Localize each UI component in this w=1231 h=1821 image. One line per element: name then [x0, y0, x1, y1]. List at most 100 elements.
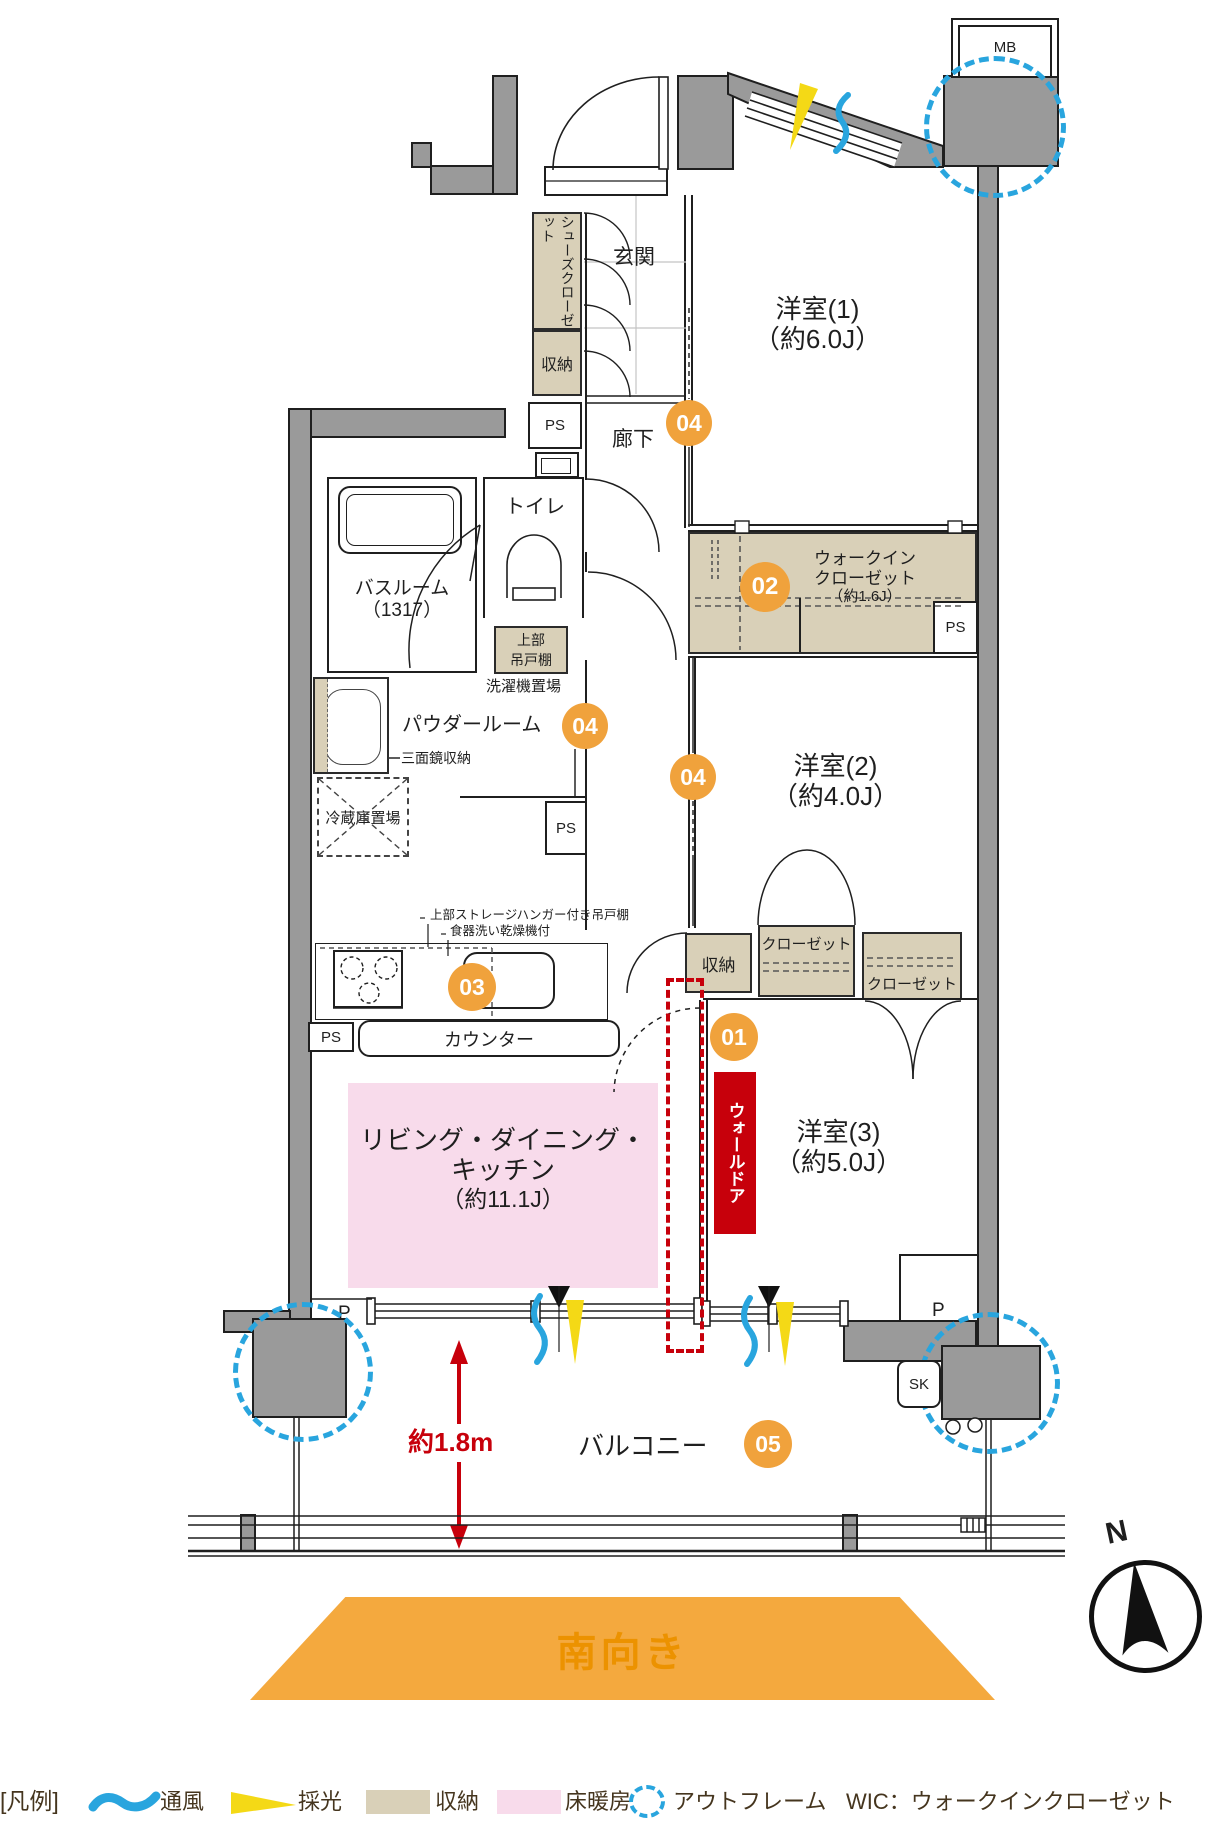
marker-leaders — [388, 308, 694, 926]
ps-box-kitchen-side: PS — [545, 801, 587, 855]
bathroom-size: （1317） — [361, 599, 443, 621]
closet-dashes — [763, 957, 957, 972]
bathroom-label: バスルーム （1317） — [330, 578, 474, 622]
wall-bath-top — [310, 408, 506, 438]
marker-01-label: 01 — [721, 1023, 747, 1050]
wall-door-tag: ウォールドア — [714, 1072, 756, 1234]
genkan-label: 玄関 — [613, 246, 655, 269]
ps-box-counter: PS — [308, 1022, 354, 1052]
room3-walls — [703, 998, 977, 1320]
wic-l1: ウォークイン — [814, 549, 916, 568]
vanity-side — [315, 679, 328, 772]
south-facing-band: 南向き — [250, 1597, 995, 1700]
hallway-label: 廊下 — [612, 428, 654, 451]
room1-label: 洋室(1) （約6.0J） — [735, 294, 900, 355]
wic-l3: （約1.6J） — [828, 588, 902, 606]
genkan-floor-grid — [584, 196, 686, 394]
fridge-x-mark — [318, 778, 408, 856]
ps-box-hall: PS — [528, 402, 582, 449]
note-dishwasher: 食器洗い乾燥機付 — [450, 924, 551, 938]
legend-outframe-icon — [629, 1785, 665, 1818]
marker-05-label: 05 — [755, 1430, 781, 1457]
legend-floor-heating-swatch — [497, 1790, 561, 1814]
laundry-label: 洗濯機置場 — [486, 678, 562, 695]
closet2-label: クローゼット — [866, 976, 957, 993]
laundry-upper-cabinet-l2: 吊戸棚 — [510, 652, 552, 668]
mb-box-inner — [958, 25, 1052, 78]
toilet-fixture — [506, 534, 562, 601]
wic-l2: クローゼット — [814, 568, 916, 588]
wic-area — [688, 532, 977, 654]
floor-heating-area — [348, 1083, 658, 1288]
bathtub — [338, 486, 462, 554]
shoes-storage-box: 収納 — [532, 330, 582, 396]
storage2-label: 収納 — [701, 955, 736, 975]
marker-05-balcony: 05 — [744, 1420, 792, 1468]
room3-size: （約5.0J） — [774, 1146, 903, 1177]
fridge-label: 冷蔵庫置場 — [325, 809, 401, 827]
shoes-closet-box: シューズクローゼット — [532, 212, 582, 330]
interior-doors — [408, 478, 962, 1093]
wall-entry-left-vert — [492, 75, 518, 195]
vanity-bowl — [325, 689, 381, 765]
note-hanger: 上部ストレージハンガー付き吊戸棚 — [430, 908, 630, 922]
wall-entry-right — [677, 75, 734, 170]
outframe-circle-bottom-left — [233, 1302, 373, 1442]
room2-label: 洋室(2) （約4.0J） — [753, 751, 918, 812]
genkan-closet-doors — [583, 212, 686, 404]
ventilation-wave-top-icon — [833, 92, 851, 154]
bathtub-inner — [346, 494, 454, 546]
diagonal-wall — [727, 71, 944, 168]
shoes-storage-label: 収納 — [540, 357, 573, 374]
counter-label: カウンター — [444, 1029, 534, 1050]
marker-04-room2-label: 04 — [680, 763, 706, 790]
entrance-door — [544, 76, 669, 196]
marker-02-wic: 02 — [740, 562, 790, 612]
stove-burners — [333, 956, 403, 1009]
laundry-upper-cabinet: 上部 吊戸棚 — [494, 626, 568, 674]
ldk-l3: （約11.1J） — [441, 1185, 565, 1212]
wall-door-dashed-zone — [666, 978, 704, 1353]
balcony-window-a — [312, 1297, 703, 1325]
shoes-closet-label: シューズクローゼット — [540, 215, 576, 327]
balcony-window-b — [701, 1300, 849, 1327]
daylight-wedge-top-icon — [790, 83, 818, 150]
room3-name: 洋室(3) — [796, 1117, 881, 1147]
hall-small-cabinet-inner — [541, 458, 571, 474]
ldk-label: リビング・ダイニング・ キッチン （約11.1J） — [358, 1125, 648, 1212]
compass — [1089, 1560, 1202, 1673]
marker-03-label: 03 — [459, 973, 485, 1000]
marker-04-powder: 04 — [562, 703, 608, 749]
marker-04-powder-label: 04 — [572, 712, 598, 739]
legend-ventilation-icon — [88, 1791, 161, 1812]
vanity-unit — [313, 677, 389, 774]
marker-02-label: 02 — [751, 573, 779, 600]
ldk-l2: キッチン — [450, 1154, 555, 1185]
p-label-right: P — [932, 1300, 945, 1321]
bathroom-name: バスルーム — [354, 578, 450, 599]
marker-04-room2: 04 — [670, 754, 716, 800]
ps-label-4: PS — [320, 1028, 341, 1046]
room3-label: 洋室(3) （約5.0J） — [756, 1117, 921, 1178]
powder-label: パウダールーム — [402, 714, 542, 736]
toilet-label: トイレ — [505, 496, 565, 518]
closet1-box: クローゼット — [758, 925, 855, 997]
marker-03-kitchen: 03 — [448, 963, 496, 1011]
ps-label-1: PS — [544, 417, 565, 434]
outframe-circle-top-right — [924, 56, 1066, 198]
balcony-label: バルコニー — [578, 1431, 708, 1461]
ps-label-2: PS — [945, 619, 966, 636]
ldk-l1: リビング・ダイニング・ — [359, 1125, 646, 1155]
marker-01-walldoor: 01 — [710, 1013, 758, 1061]
wic-dashes — [695, 520, 963, 652]
ps-box-wic: PS — [933, 601, 978, 654]
laundry-upper-cabinet-l1: 上部 — [517, 632, 545, 648]
legend-outframe-label: アウトフレーム — [673, 1789, 827, 1814]
room2-size: （約4.0J） — [771, 780, 900, 811]
wall-room1-wic — [688, 524, 977, 532]
south-facing-label: 南向き — [556, 1630, 689, 1675]
window-markers — [531, 1286, 794, 1367]
legend-daylight-label: 採光 — [298, 1789, 343, 1814]
legend-floor-heating-label: 床暖房 — [565, 1789, 632, 1814]
